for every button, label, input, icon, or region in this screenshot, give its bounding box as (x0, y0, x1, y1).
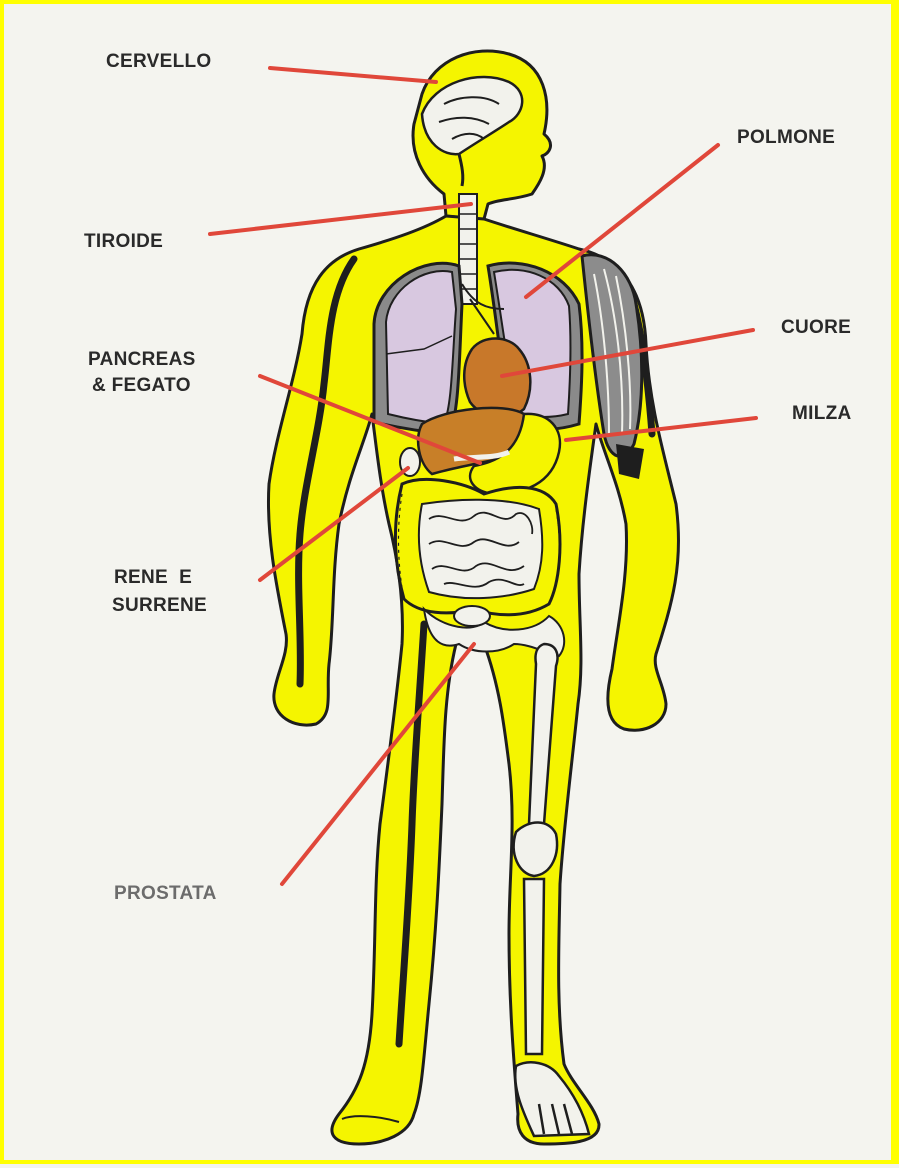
label-cuore: CUORE (781, 316, 851, 340)
label-polmone: POLMONE (737, 126, 835, 150)
label-tiroide: TIROIDE (84, 230, 163, 254)
intestines (395, 479, 560, 614)
label-rene-line1: RENE E (114, 566, 192, 590)
label-rene-line2: SURRENE (112, 594, 207, 618)
heart (464, 338, 530, 417)
label-pancreas-line2: & FEGATO (92, 374, 191, 398)
label-pancreas-line1: PANCREAS (88, 348, 196, 372)
label-milza: MILZA (792, 402, 852, 426)
label-cervello: CERVELLO (106, 50, 212, 74)
leader-line-cervello (270, 68, 436, 82)
label-prostata: PROSTATA (114, 882, 217, 906)
